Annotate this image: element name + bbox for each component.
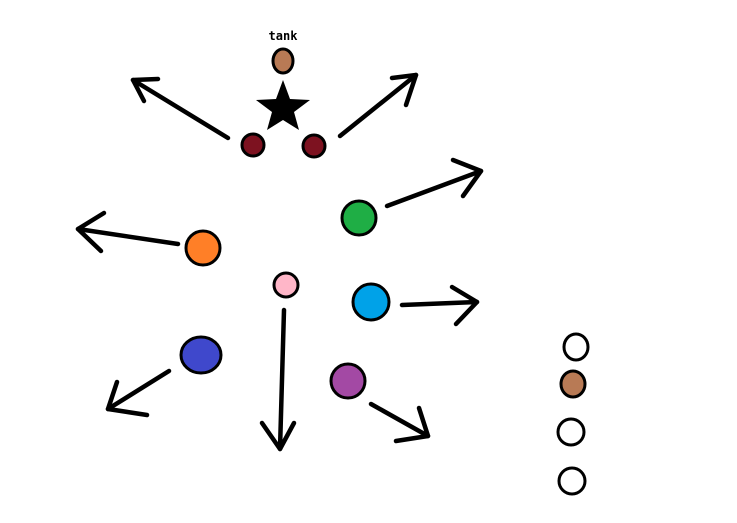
orange-token[interactable] <box>184 229 222 267</box>
arrow-up-left <box>130 76 231 141</box>
bench-token-1[interactable] <box>562 332 590 362</box>
cyan-token[interactable] <box>351 282 391 322</box>
green-token[interactable] <box>340 199 378 237</box>
dark-red-token-right[interactable] <box>301 133 327 159</box>
arrow-green-right <box>384 157 484 209</box>
blue-token[interactable] <box>179 335 223 375</box>
arrow-cyan-right <box>399 284 480 327</box>
tank-label: tank <box>269 29 299 43</box>
purple-token[interactable] <box>329 362 367 400</box>
tank-token[interactable] <box>271 47 295 75</box>
arrow-blue-down-left <box>105 368 172 418</box>
star-icon <box>256 80 310 130</box>
bench-token-4[interactable] <box>557 466 587 496</box>
dark-red-token-left[interactable] <box>240 132 266 158</box>
arrow-pink-down <box>259 307 297 452</box>
arrow-up-right <box>337 72 419 139</box>
pink-token[interactable] <box>272 271 300 299</box>
bench-token-3[interactable] <box>556 417 586 447</box>
arrow-orange-left <box>75 210 181 254</box>
arrow-purple-down-right <box>368 401 431 444</box>
bench-token-2[interactable] <box>559 369 587 399</box>
